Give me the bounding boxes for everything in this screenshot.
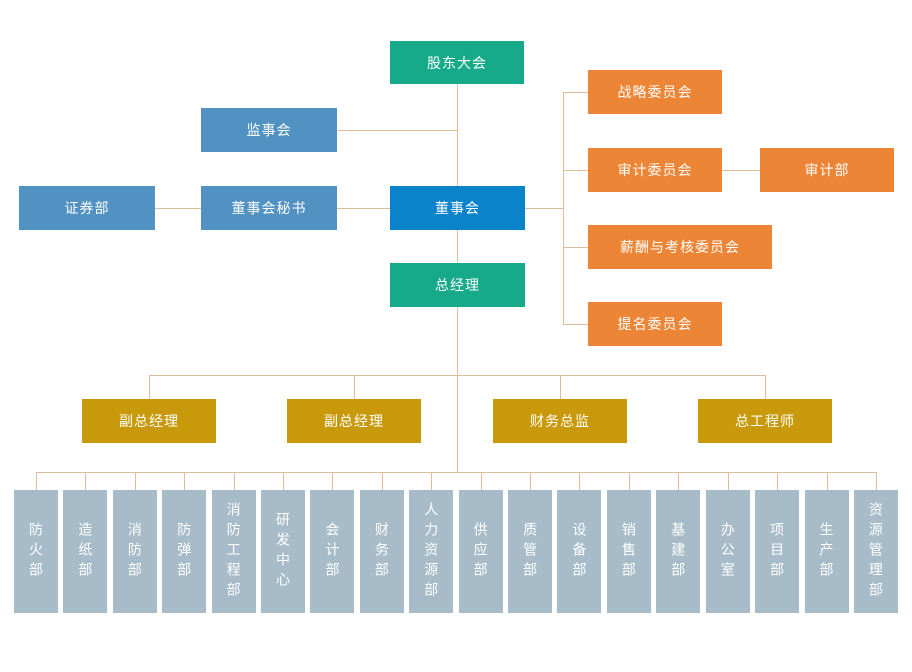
node-dept-quality[interactable]: 质管部: [508, 472, 553, 613]
connector: [36, 472, 877, 473]
node-strategy-committee[interactable]: 战略委员会: [588, 70, 722, 114]
connector: [155, 208, 201, 209]
connector: [457, 230, 458, 263]
connector: [457, 307, 458, 472]
node-dept-sales[interactable]: 销售部: [606, 472, 651, 613]
node-dept-fire-fighting[interactable]: 消防部: [112, 472, 157, 613]
node-nomination-committee[interactable]: 提名委员会: [588, 302, 722, 346]
node-dept-project[interactable]: 项目部: [755, 472, 800, 613]
connector: [457, 84, 458, 186]
node-chief-engineer[interactable]: 总工程师: [698, 375, 832, 443]
node-dept-rnd-center[interactable]: 研发中心: [261, 472, 306, 613]
node-board-secretary[interactable]: 董事会秘书: [201, 186, 337, 230]
node-dept-office[interactable]: 办公室: [705, 472, 750, 613]
node-board-of-directors[interactable]: 董事会: [390, 186, 525, 230]
node-dept-accounting[interactable]: 会计部: [310, 472, 355, 613]
connector: [563, 92, 588, 93]
node-compensation-committee[interactable]: 薪酬与考核委员会: [588, 225, 772, 269]
node-dept-fire-prevention[interactable]: 防火部: [14, 472, 58, 613]
node-dept-finance[interactable]: 财务部: [359, 472, 404, 613]
connector: [563, 247, 588, 248]
node-dept-resource-mgmt[interactable]: 资源管理部: [853, 472, 898, 613]
node-dept-hr[interactable]: 人力资源部: [409, 472, 454, 613]
node-finance-director[interactable]: 财务总监: [493, 375, 627, 443]
departments-row: 防火部 造纸部 消防部 防弹部 消防工程部 研发中心 会计部 财务部 人力资源部…: [14, 472, 898, 613]
connector: [337, 208, 390, 209]
node-dept-fire-engineering[interactable]: 消防工程部: [211, 472, 256, 613]
node-securities-dept[interactable]: 证券部: [19, 186, 155, 230]
node-dept-supply[interactable]: 供应部: [458, 472, 503, 613]
node-dept-infrastructure[interactable]: 基建部: [656, 472, 701, 613]
node-dept-papermaking[interactable]: 造纸部: [63, 472, 108, 613]
node-audit-dept[interactable]: 审计部: [760, 148, 894, 192]
node-dept-production[interactable]: 生产部: [804, 472, 849, 613]
node-general-manager[interactable]: 总经理: [390, 263, 525, 307]
connector: [149, 375, 766, 376]
connector: [563, 324, 588, 325]
node-dept-equipment[interactable]: 设备部: [557, 472, 602, 613]
node-audit-committee[interactable]: 审计委员会: [588, 148, 722, 192]
connector: [337, 130, 457, 131]
connector: [722, 170, 760, 171]
connector: [563, 170, 588, 171]
node-deputy-gm-1[interactable]: 副总经理: [82, 375, 216, 443]
node-shareholders-meeting[interactable]: 股东大会: [390, 41, 524, 84]
node-dept-bulletproof[interactable]: 防弹部: [162, 472, 207, 613]
node-deputy-gm-2[interactable]: 副总经理: [287, 375, 421, 443]
connector: [563, 92, 564, 325]
node-supervisory-board[interactable]: 监事会: [201, 108, 337, 152]
connector: [525, 208, 563, 209]
